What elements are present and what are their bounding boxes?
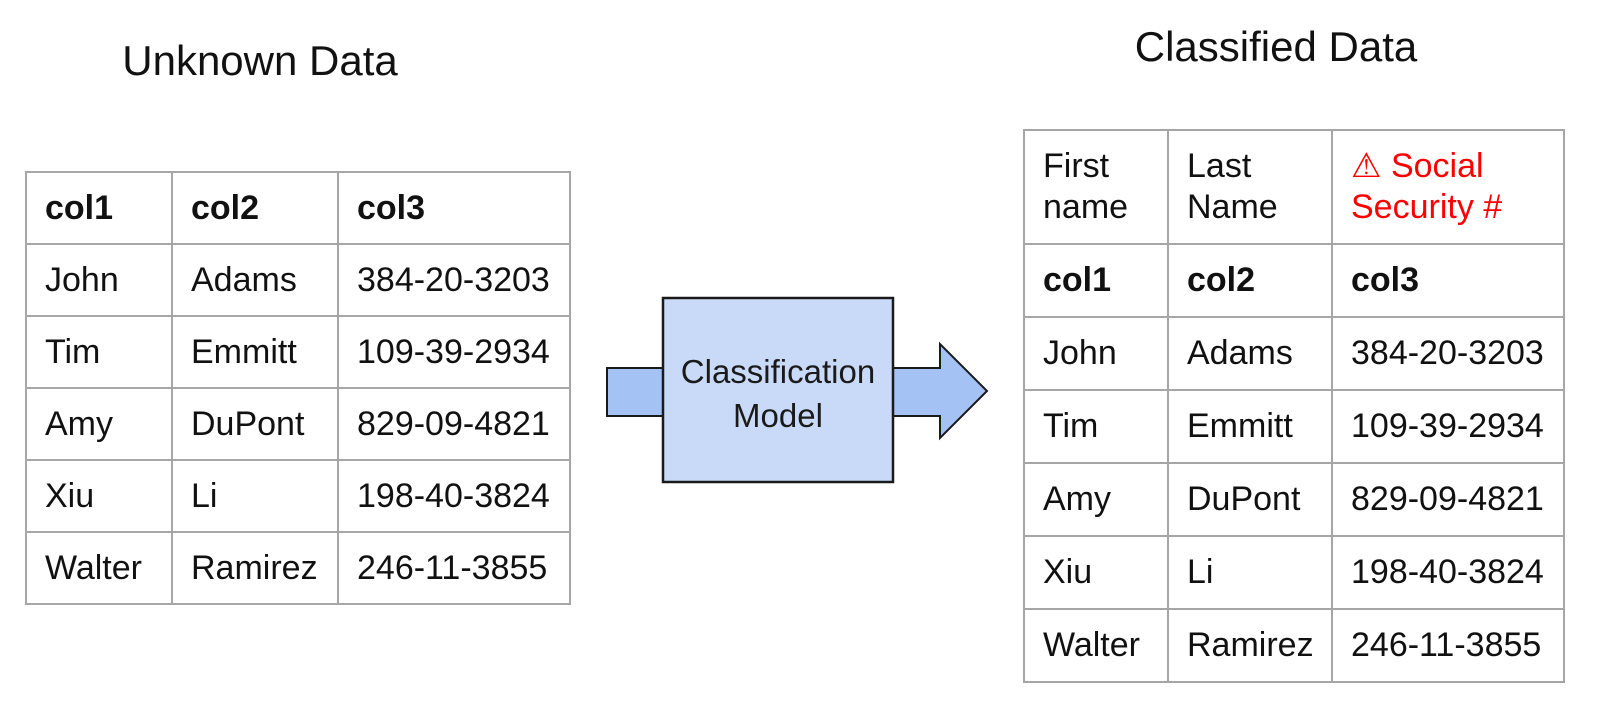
cell-first-name: Xiu — [25, 459, 173, 533]
table-row: Walter Ramirez 246-11-3855 — [25, 531, 571, 605]
cell-ssn: 829-09-4821 — [1331, 462, 1565, 537]
cell-first-name: Tim — [25, 315, 173, 389]
table-row: Tim Emmitt 109-39-2934 — [25, 315, 571, 389]
warning-icon: ⚠ — [1351, 147, 1382, 186]
cell-first-name: Xiu — [1023, 535, 1169, 610]
classified-data-title: Classified Data — [1134, 23, 1418, 70]
cell-ssn: 384-20-3203 — [1331, 316, 1565, 391]
table-row: Xiu Li 198-40-3824 — [1023, 535, 1565, 610]
left-header-col3: col3 — [337, 171, 571, 245]
cell-last-name: Adams — [1167, 316, 1333, 391]
cell-ssn: 109-39-2934 — [1331, 389, 1565, 464]
table-row: Walter Ramirez 246-11-3855 — [1023, 608, 1565, 683]
classified-ssn-label: ⚠ Social Security # — [1331, 129, 1565, 245]
classified-first-name-label: First name — [1023, 129, 1169, 245]
table-header-row: col1 col2 col3 — [25, 171, 571, 245]
cell-first-name: Walter — [1023, 608, 1169, 683]
left-header-col1: col1 — [25, 171, 173, 245]
cell-first-name: Amy — [25, 387, 173, 461]
cell-last-name: Emmitt — [171, 315, 339, 389]
cell-first-name: John — [1023, 316, 1169, 391]
cell-last-name: DuPont — [171, 387, 339, 461]
classification-model-diagram: Classification Model — [606, 296, 989, 484]
right-header-col1: col1 — [1023, 243, 1169, 318]
right-header-col3: col3 — [1331, 243, 1565, 318]
cell-last-name: Ramirez — [171, 531, 339, 605]
classified-data-table: First name Last Name ⚠ Social Security #… — [1023, 129, 1565, 683]
table-row: John Adams 384-20-3203 — [25, 243, 571, 317]
cell-last-name: Emmitt — [1167, 389, 1333, 464]
model-label-line2: Model — [733, 397, 823, 434]
table-row: Amy DuPont 829-09-4821 — [1023, 462, 1565, 537]
cell-last-name: DuPont — [1167, 462, 1333, 537]
cell-last-name: Li — [171, 459, 339, 533]
cell-last-name: Adams — [171, 243, 339, 317]
cell-ssn: 246-11-3855 — [337, 531, 571, 605]
classified-last-name-label: Last Name — [1167, 129, 1333, 245]
cell-first-name: John — [25, 243, 173, 317]
table-header-row: col1 col2 col3 — [1023, 243, 1565, 318]
cell-first-name: Tim — [1023, 389, 1169, 464]
cell-ssn: 198-40-3824 — [1331, 535, 1565, 610]
classification-model-box — [661, 296, 895, 484]
cell-first-name: Walter — [25, 531, 173, 605]
cell-first-name: Amy — [1023, 462, 1169, 537]
table-row: Xiu Li 198-40-3824 — [25, 459, 571, 533]
classification-header-row: First name Last Name ⚠ Social Security # — [1023, 129, 1565, 245]
unknown-data-table: col1 col2 col3 John Adams 384-20-3203 Ti… — [25, 171, 571, 605]
cell-last-name: Li — [1167, 535, 1333, 610]
table-row: Tim Emmitt 109-39-2934 — [1023, 389, 1565, 464]
cell-ssn: 829-09-4821 — [337, 387, 571, 461]
cell-last-name: Ramirez — [1167, 608, 1333, 683]
cell-ssn: 246-11-3855 — [1331, 608, 1565, 683]
left-header-col2: col2 — [171, 171, 339, 245]
model-label-line1: Classification — [681, 353, 875, 390]
table-row: Amy DuPont 829-09-4821 — [25, 387, 571, 461]
right-header-col2: col2 — [1167, 243, 1333, 318]
cell-ssn: 198-40-3824 — [337, 459, 571, 533]
unknown-data-title: Unknown Data — [122, 37, 398, 84]
table-row: John Adams 384-20-3203 — [1023, 316, 1565, 391]
cell-ssn: 384-20-3203 — [337, 243, 571, 317]
sensitive-label: Social Security # — [1351, 147, 1503, 226]
cell-ssn: 109-39-2934 — [337, 315, 571, 389]
